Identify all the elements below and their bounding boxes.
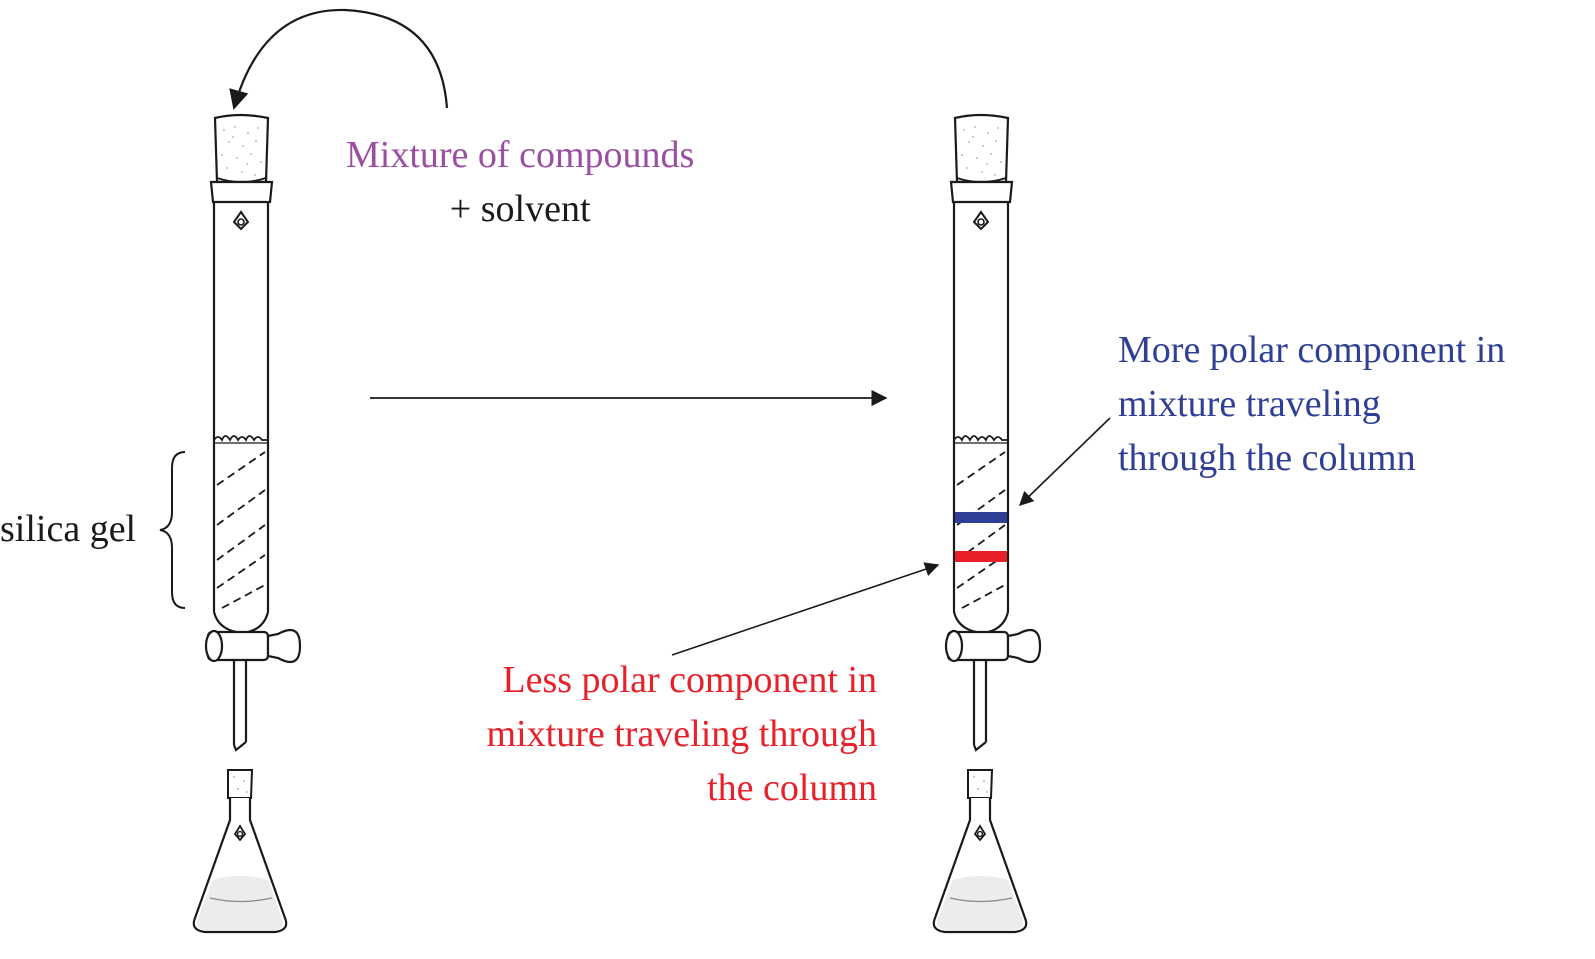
more-polar-band <box>955 512 1007 523</box>
more-polar-label: More polar component in mixture travelin… <box>1118 323 1505 485</box>
mixture-label: Mixture of compounds + solvent <box>346 128 694 236</box>
less-polar-line1: Less polar component in <box>502 659 877 701</box>
more-polar-line3: through the column <box>1118 437 1416 479</box>
more-polar-line1: More polar component in <box>1118 329 1506 371</box>
more-polar-line2: mixture traveling <box>1118 383 1381 425</box>
column-right <box>932 113 1042 934</box>
mixture-label-line1: Mixture of compounds <box>346 134 695 176</box>
mixture-label-line2: + solvent <box>449 188 591 230</box>
less-polar-pointer <box>671 562 940 656</box>
silica-brace <box>159 451 186 609</box>
less-polar-line3: the column <box>707 767 877 809</box>
column-left <box>192 113 302 934</box>
less-polar-line2: mixture traveling through <box>486 713 877 755</box>
less-polar-band <box>955 551 1007 562</box>
less-polar-label: Less polar component in mixture travelin… <box>487 653 877 815</box>
silica-gel-label: silica gel <box>0 508 137 550</box>
more-polar-pointer <box>1018 417 1111 507</box>
pour-arrow <box>229 8 449 110</box>
